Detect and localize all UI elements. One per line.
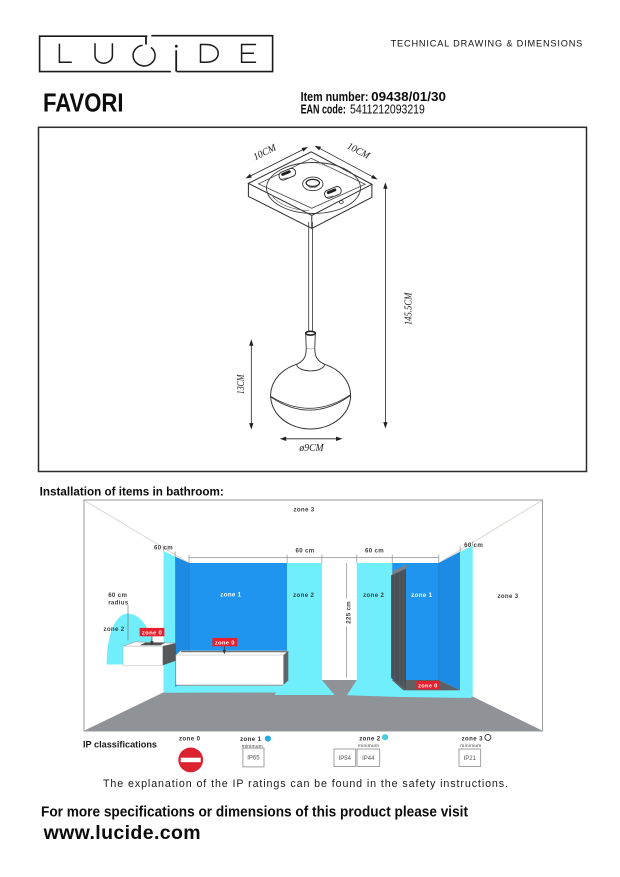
svg-text:60 cm: 60 cm: [295, 548, 314, 555]
svg-text:zone 2: zone 2: [293, 592, 314, 599]
svg-text:145.5CM: 145.5CM: [403, 292, 414, 325]
svg-text:IP54: IP54: [339, 756, 352, 762]
svg-text:10CM: 10CM: [345, 141, 372, 162]
svg-text:IP21: IP21: [464, 756, 477, 762]
svg-text:60 cm: 60 cm: [464, 542, 483, 549]
svg-text:radius: radius: [108, 599, 129, 606]
svg-text:60 cm: 60 cm: [154, 544, 173, 551]
svg-text:ø9CM: ø9CM: [298, 443, 324, 454]
svg-text:FAVORI: FAVORI: [43, 88, 124, 118]
svg-text:zone 0: zone 0: [418, 683, 438, 689]
svg-text:10CM: 10CM: [252, 142, 279, 163]
svg-text:zone 0: zone 0: [142, 630, 163, 636]
svg-text:zone 3: zone 3: [497, 593, 518, 600]
svg-text:zone 2: zone 2: [359, 735, 381, 742]
svg-text:TECHNICAL DRAWING & DIMENSIONS: TECHNICAL DRAWING & DIMENSIONS: [391, 38, 583, 48]
svg-text:13CM: 13CM: [236, 374, 247, 395]
svg-text:Installation of items in bathr: Installation of items in bathroom:: [40, 487, 224, 499]
svg-text:60 cm: 60 cm: [365, 548, 384, 555]
svg-text:EAN code:: EAN code:: [301, 102, 346, 117]
svg-text:Item number:: Item number:: [301, 89, 369, 104]
svg-text:For more specifications or dim: For more specifications or dimensions of…: [41, 804, 468, 820]
svg-text:5411212093219: 5411212093219: [350, 102, 425, 117]
svg-text:zone 2: zone 2: [363, 592, 384, 599]
svg-text:60 cm: 60 cm: [108, 592, 127, 599]
svg-text:minimum: minimum: [358, 743, 379, 749]
svg-text:zone 0: zone 0: [215, 640, 236, 646]
svg-text:09438/01/30: 09438/01/30: [371, 89, 446, 104]
svg-text:225 cm: 225 cm: [345, 601, 352, 624]
svg-text:www.lucide.com: www.lucide.com: [43, 822, 201, 844]
svg-text:zone 1: zone 1: [240, 736, 262, 743]
svg-text:zone 1: zone 1: [411, 592, 432, 599]
svg-text:zone 3: zone 3: [462, 735, 484, 742]
svg-text:IP44: IP44: [362, 756, 375, 762]
svg-text:zone 1: zone 1: [220, 592, 241, 599]
svg-text:minimum: minimum: [460, 743, 481, 749]
svg-text:zone 0: zone 0: [179, 735, 201, 742]
svg-text:IP classifications: IP classifications: [83, 738, 157, 749]
svg-text:IP65: IP65: [247, 756, 260, 762]
svg-text:zone 3: zone 3: [293, 507, 314, 514]
svg-text:zone 2: zone 2: [103, 626, 124, 633]
svg-text:The explanation of the IP rati: The explanation of the IP ratings can be…: [103, 778, 508, 790]
svg-text:minimum: minimum: [242, 743, 263, 749]
